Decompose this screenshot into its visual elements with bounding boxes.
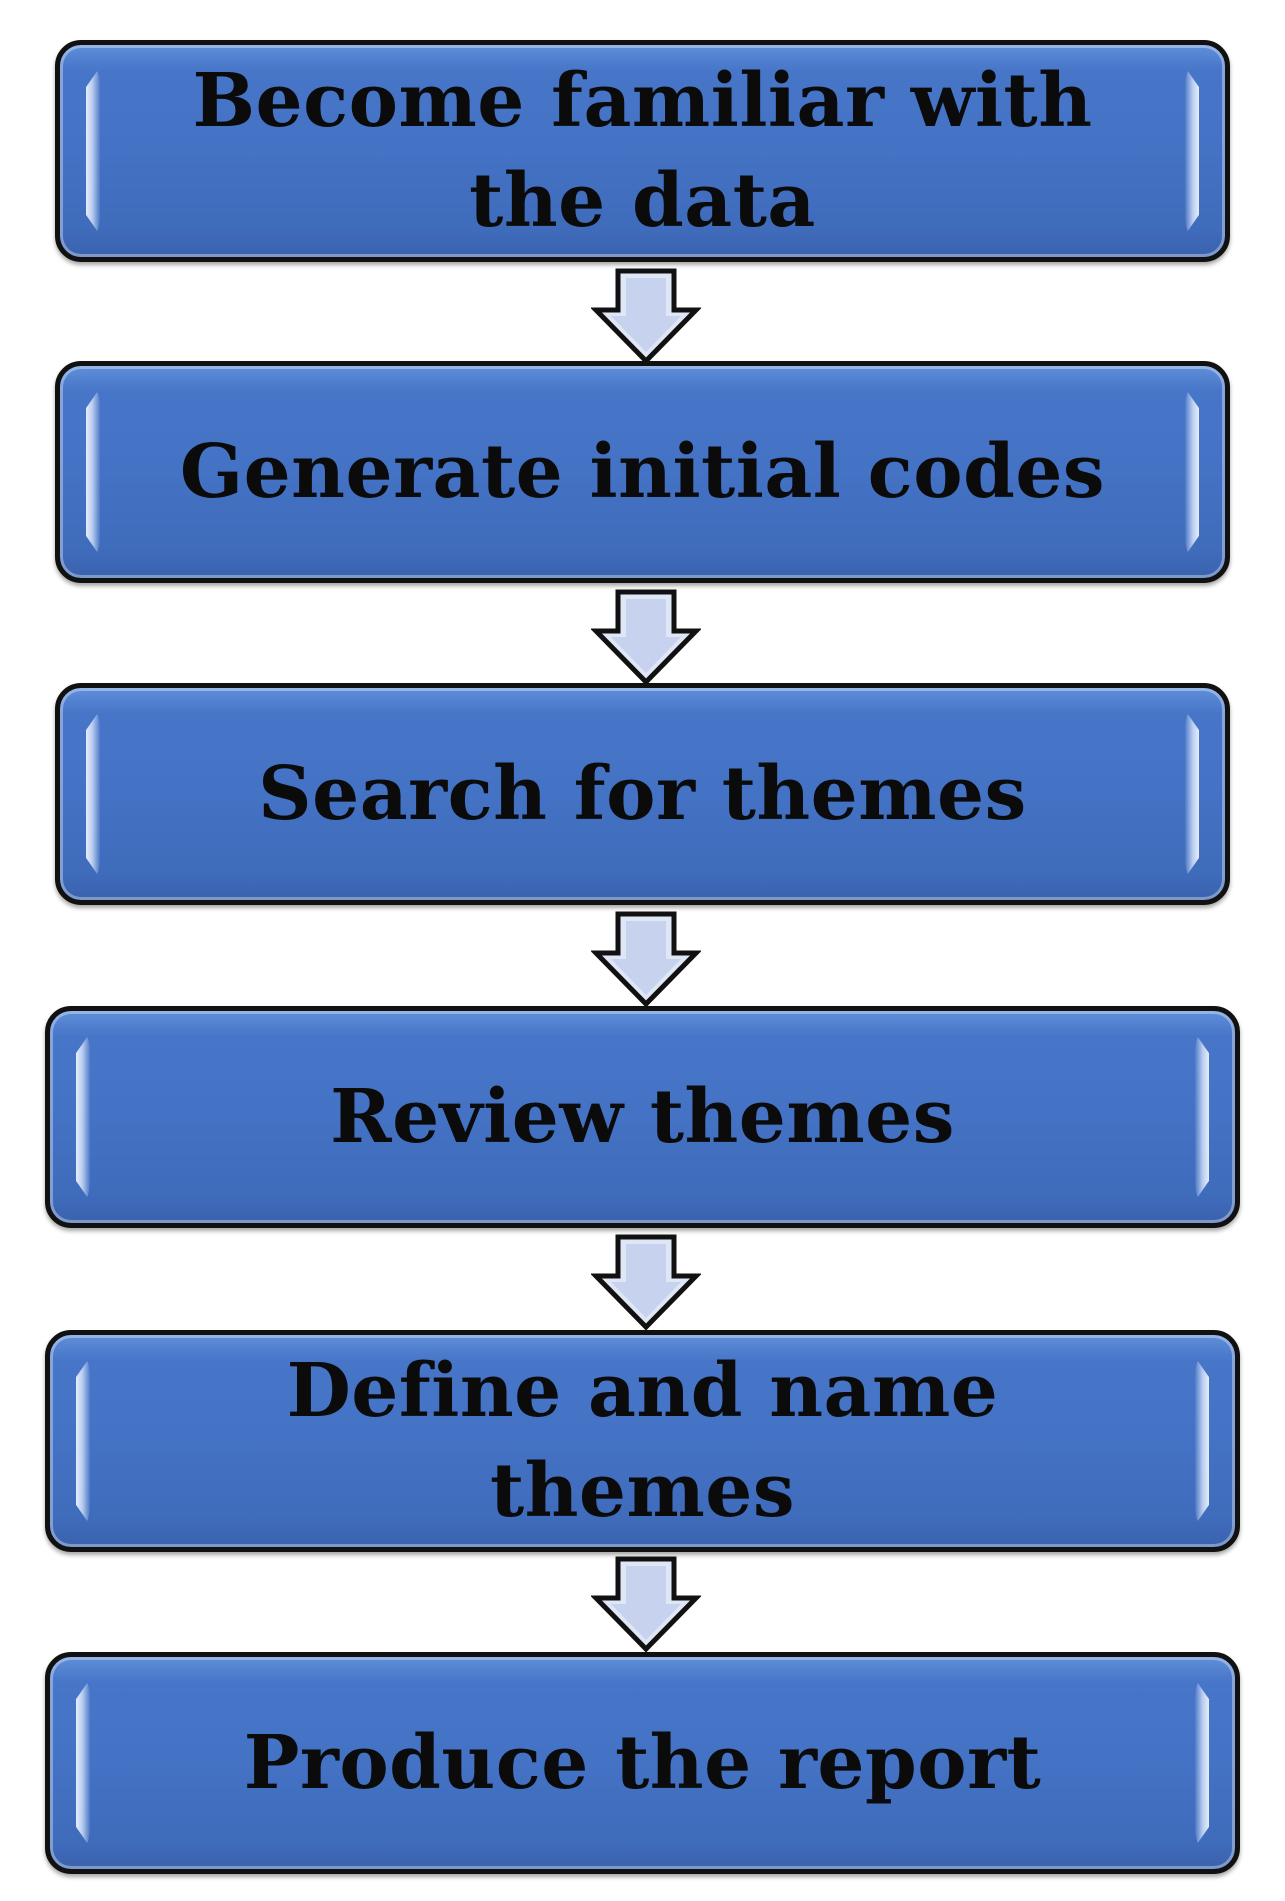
- box-bevel-left: [76, 1679, 90, 1847]
- box-bevel-left: [76, 1357, 90, 1525]
- box-bevel-left: [76, 1033, 90, 1201]
- step-label-1: Become familiar with the data: [192, 58, 1093, 244]
- down-arrow-icon: [591, 589, 701, 685]
- box-bevel-right: [1195, 1679, 1209, 1847]
- step-label-3: Search for themes: [258, 751, 1027, 837]
- down-arrow-icon: [591, 1234, 701, 1330]
- step-box-5: Define and name themes: [45, 1330, 1240, 1552]
- step-label-5: Define and name themes: [286, 1348, 999, 1534]
- down-arrow-icon: [591, 268, 701, 364]
- step-box-1: Become familiar with the data: [55, 40, 1230, 262]
- step-box-4: Review themes: [45, 1006, 1240, 1228]
- box-bevel-left: [86, 710, 100, 878]
- box-bevel-right: [1185, 388, 1199, 556]
- down-arrow-icon: [591, 1556, 701, 1652]
- box-bevel-right: [1185, 710, 1199, 878]
- step-box-2: Generate initial codes: [55, 361, 1230, 583]
- box-bevel-right: [1195, 1357, 1209, 1525]
- down-arrow-icon: [591, 911, 701, 1007]
- box-bevel-left: [86, 67, 100, 235]
- box-bevel-right: [1185, 67, 1199, 235]
- step-label-2: Generate initial codes: [179, 429, 1106, 515]
- step-box-6: Produce the report: [45, 1652, 1240, 1874]
- box-bevel-right: [1195, 1033, 1209, 1201]
- box-bevel-left: [86, 388, 100, 556]
- step-box-3: Search for themes: [55, 683, 1230, 905]
- step-label-4: Review themes: [330, 1074, 955, 1160]
- step-label-6: Produce the report: [243, 1720, 1042, 1806]
